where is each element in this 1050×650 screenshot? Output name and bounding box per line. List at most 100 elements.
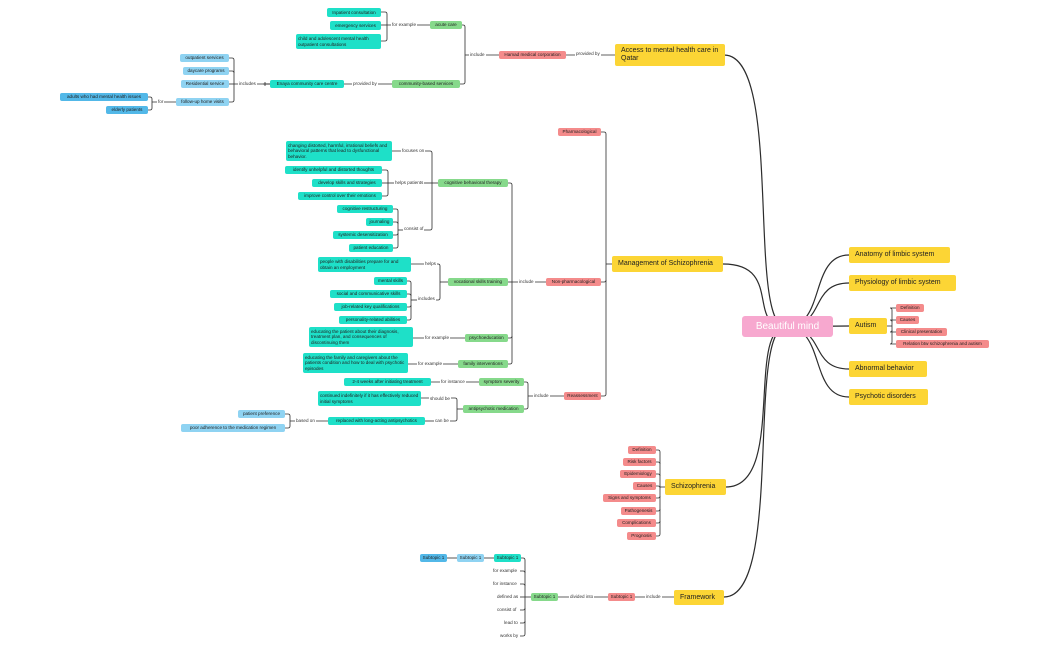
node-residential-service[interactable]: Residential service xyxy=(181,80,229,88)
node-inpatient-consultation[interactable]: Inpatient consultation xyxy=(327,8,381,17)
node-replaced-long-acting[interactable]: replaced with long-acting antipsychotics xyxy=(328,417,425,425)
node-acute-care[interactable]: acute care xyxy=(430,21,462,29)
node-patient-preference[interactable]: patient preference xyxy=(238,410,285,418)
topic-physiology-limbic[interactable]: Physiology of limbic system xyxy=(849,275,956,291)
connector-line xyxy=(393,232,399,236)
connector-line xyxy=(656,495,661,499)
root-node[interactable]: Beautiful mind xyxy=(742,316,833,337)
connector-line xyxy=(460,81,466,85)
node-autism-clinical-presentation[interactable]: Clinical presentation xyxy=(896,328,947,336)
node-schizophrenia-definition[interactable]: Definition xyxy=(628,446,656,454)
node-mental-skills[interactable]: mental skills xyxy=(374,277,407,285)
node-emergency-services[interactable]: emergency services xyxy=(330,21,381,30)
connector-line xyxy=(381,11,388,15)
label-include: include xyxy=(645,594,662,600)
node-framework-subtopic-blue[interactable]: Subtopic 1 xyxy=(420,554,447,562)
label-for: for xyxy=(157,99,165,105)
node-schizophrenia-complications[interactable]: Complications xyxy=(617,519,656,527)
connector-line xyxy=(521,557,526,561)
topic-anatomy-limbic[interactable]: Anatomy of limbic system xyxy=(849,247,950,263)
connector-line xyxy=(889,307,896,311)
topic-psychotic-disorders[interactable]: Psychotic disorders xyxy=(849,389,928,405)
connector-line xyxy=(411,263,441,267)
node-schizophrenia-risk-factors[interactable]: Risk factors xyxy=(623,458,656,466)
node-symptom-severity[interactable]: symptom severity xyxy=(479,378,524,386)
node-schizophrenia-pathogenesis[interactable]: Pathogenesis xyxy=(621,507,656,515)
node-non-pharmacological[interactable]: Non-pharmacological xyxy=(546,278,601,286)
node-cbt-focus[interactable]: changing distorted, harmful, irrational … xyxy=(286,141,392,161)
label-for-example: for example xyxy=(424,335,451,341)
topic-management-schizophrenia[interactable]: Management of Schizophrenia xyxy=(612,256,723,272)
node-social-communicative-skills[interactable]: social and communicative skills xyxy=(330,290,407,298)
node-job-related-qualifications[interactable]: job-related key qualifications xyxy=(334,303,407,311)
node-framework-subtopic-teal[interactable]: Subtopic 1 xyxy=(494,554,521,562)
node-cognitive-behavioral-therapy[interactable]: cognitive behavioral therapy xyxy=(438,179,508,187)
topic-autism[interactable]: Autism xyxy=(849,318,887,334)
node-outpatient-services[interactable]: outpatient services xyxy=(180,54,229,62)
connector-line xyxy=(785,326,850,398)
node-adults-mental-health[interactable]: adults who had mental health issues xyxy=(60,93,148,101)
node-family-example[interactable]: educating the family and caregivers abou… xyxy=(303,353,408,373)
label-consist-of: consist of xyxy=(403,226,425,232)
node-framework-subtopic-red[interactable]: Subtopic 1 xyxy=(608,593,635,601)
node-patient-education[interactable]: patient education xyxy=(349,244,393,252)
label-provided-by: provided by xyxy=(575,51,601,57)
node-child-adolescent-consultations[interactable]: child and adolescent mental health outpa… xyxy=(296,34,381,49)
connector-line xyxy=(407,317,412,321)
node-improve-emotions[interactable]: improve control over their emotions xyxy=(298,192,382,200)
node-journaling[interactable]: journaling xyxy=(366,218,393,226)
node-reassessment[interactable]: Reassessment xyxy=(564,392,601,400)
label-helps: helps xyxy=(424,261,437,267)
connector-line xyxy=(520,620,526,624)
topic-abnormal-behavior[interactable]: Abnormal behavior xyxy=(849,361,927,377)
label-helps-patients: helps patients xyxy=(394,180,425,186)
node-family-interventions[interactable]: family interventions xyxy=(458,360,508,368)
connector-line xyxy=(382,193,389,197)
node-autism-causes[interactable]: Causes xyxy=(896,316,919,324)
label-can-be: can be xyxy=(434,418,450,424)
node-framework-subtopic-green[interactable]: Subtopic 1 xyxy=(531,593,558,601)
topic-framework[interactable]: Framework xyxy=(674,590,724,605)
node-autism-definition[interactable]: Definition xyxy=(896,304,924,312)
node-follow-up-home-visits[interactable]: follow-up home visits xyxy=(176,98,229,106)
connector-line xyxy=(421,397,458,401)
node-hamad-medical-corporation[interactable]: Hamad medical corporation xyxy=(499,51,566,59)
node-personality-abilities[interactable]: personality-related abilities xyxy=(339,316,407,324)
node-cognitive-restructuring[interactable]: cognitive restructuring xyxy=(337,205,393,213)
node-community-based-services[interactable]: community-based services xyxy=(392,80,460,88)
label-for-instance: for instance xyxy=(492,581,518,587)
label-divided-into: divided into xyxy=(569,594,595,600)
topic-schizophrenia[interactable]: Schizophrenia xyxy=(665,479,726,495)
node-continued-indefinitely[interactable]: continued indefinitely if it has effecti… xyxy=(318,391,421,406)
node-daycare-programs[interactable]: daycare programs xyxy=(183,67,229,75)
connector-line xyxy=(520,583,526,587)
node-vocational-skills-training[interactable]: vocational skills training xyxy=(448,278,508,286)
node-enaya-community-care[interactable]: Enaya community care centre xyxy=(270,80,344,88)
node-systemic-desensitization[interactable]: systemic desensitization xyxy=(333,231,393,239)
node-disabilities-employment[interactable]: people with disabilities prepare for and… xyxy=(318,257,411,272)
label-defined-as: defined as xyxy=(496,594,520,600)
node-identify-thoughts[interactable]: identify unhelpful and distorted thought… xyxy=(285,166,382,174)
node-antipsychotic-medication[interactable]: antipsychotic medication xyxy=(463,405,524,413)
connector-line xyxy=(418,227,433,231)
node-psychoeducation[interactable]: psychoeducation xyxy=(465,334,508,342)
node-psychoeducation-example[interactable]: educating the patient about their diagno… xyxy=(309,327,413,347)
node-schizophrenia-signs-symptoms[interactable]: Signs and symptoms xyxy=(603,494,656,502)
node-autism-relation-schizophrenia[interactable]: Relation btw schizophrenia and autism xyxy=(896,340,989,348)
node-schizophrenia-epidemiology[interactable]: Epidemiology xyxy=(620,470,656,478)
connector-line xyxy=(393,245,399,249)
node-poor-adherence[interactable]: poor adherence to the medication regimen xyxy=(181,424,285,432)
topic-access-mental-health[interactable]: Access to mental health care in Qatar xyxy=(615,44,725,66)
node-weeks-after-treatment[interactable]: 2-4 weeks after initiating treatment xyxy=(344,378,431,386)
connector-line xyxy=(524,381,529,385)
label-includes: includes xyxy=(417,296,436,302)
node-pharmacological[interactable]: Pharmacological xyxy=(558,128,601,136)
node-framework-subtopic-lightblue[interactable]: Subtopic 1 xyxy=(457,554,484,562)
node-schizophrenia-prognosis[interactable]: Prognosis xyxy=(627,532,656,540)
connector-line xyxy=(524,406,529,410)
node-develop-skills[interactable]: develop skills and strategies xyxy=(312,179,382,187)
node-schizophrenia-causes[interactable]: Causes xyxy=(633,482,656,490)
node-elderly-patients[interactable]: elderly patients xyxy=(106,106,148,114)
label-include: include xyxy=(518,279,535,285)
connector-line xyxy=(381,38,388,42)
